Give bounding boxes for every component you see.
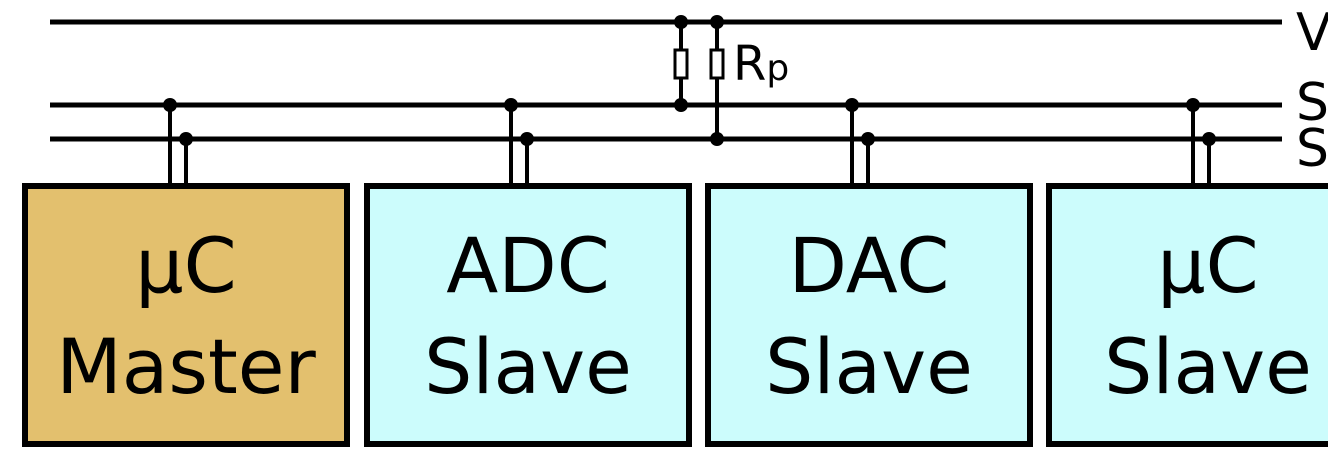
device-type: ADC — [446, 221, 610, 310]
device-box — [22, 183, 350, 447]
vdd-label: V — [1296, 3, 1328, 63]
device-uc-slave: µC Slave — [1046, 98, 1328, 447]
device-type: DAC — [789, 221, 950, 310]
device-box — [1046, 183, 1328, 447]
device-role: Slave — [424, 322, 632, 411]
device-adc-slave: ADC Slave — [364, 98, 692, 447]
device-role: Slave — [765, 322, 973, 411]
device-master: µC Master — [22, 98, 350, 447]
pullup-resistor-scl — [709, 15, 725, 146]
device-dac-slave: DAC Slave — [705, 98, 1033, 447]
scl-label: S — [1296, 119, 1328, 179]
sda-label: S — [1296, 73, 1328, 133]
device-box — [705, 183, 1033, 447]
device-box — [364, 183, 692, 447]
device-type: µC — [1157, 221, 1258, 310]
pullup-resistor-sda — [673, 15, 689, 112]
pullup-label: Rp — [733, 36, 789, 92]
device-role: Master — [56, 322, 316, 411]
device-type: µC — [135, 221, 236, 310]
device-role: Slave — [1104, 322, 1312, 411]
